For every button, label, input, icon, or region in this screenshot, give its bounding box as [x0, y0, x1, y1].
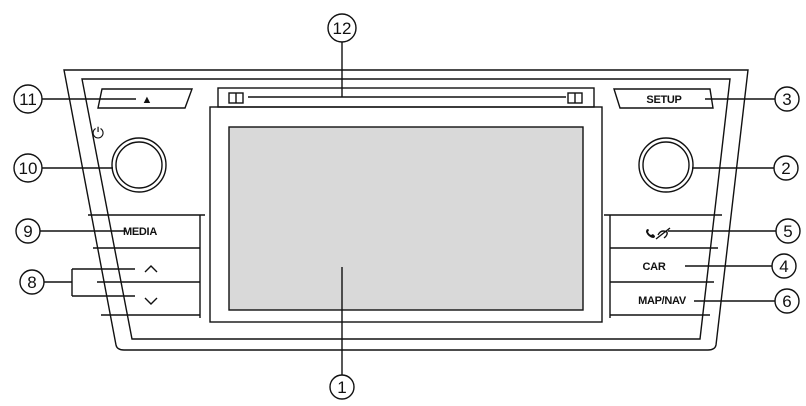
- power-volume-knob[interactable]: [111, 137, 167, 193]
- inner-faceplate: [81, 78, 731, 340]
- phone-crossed-icon: [655, 227, 671, 240]
- svg-text:12: 12: [333, 19, 352, 38]
- touch-screen[interactable]: [228, 126, 584, 311]
- callout-1: 1: [329, 374, 355, 400]
- callout-5: 5: [775, 218, 801, 244]
- callout-2: 2: [773, 155, 799, 181]
- svg-text:1: 1: [337, 378, 346, 397]
- phone-button[interactable]: [646, 227, 671, 240]
- media-button[interactable]: MEDIA: [123, 226, 158, 238]
- svg-text:10: 10: [19, 159, 38, 178]
- callout-11: 11: [13, 84, 43, 114]
- svg-text:2: 2: [781, 159, 790, 178]
- callout-6: 6: [774, 288, 800, 314]
- svg-text:11: 11: [19, 90, 37, 109]
- callout-3: 3: [774, 86, 800, 112]
- eject-button[interactable]: [97, 88, 194, 109]
- up-chevron-icon[interactable]: [144, 265, 158, 273]
- callout-12: 12: [327, 13, 357, 43]
- callout-9: 9: [15, 218, 41, 244]
- phone-icon: [646, 229, 655, 238]
- screen-surround: [209, 106, 603, 323]
- car-button[interactable]: CAR: [643, 261, 667, 273]
- down-chevron-icon[interactable]: [144, 297, 158, 305]
- callout-4: 4: [771, 253, 797, 279]
- svg-text:6: 6: [782, 292, 791, 311]
- svg-text:4: 4: [779, 257, 788, 276]
- eject-icon: ▲: [142, 94, 153, 106]
- outer-bezel: [63, 69, 749, 351]
- svg-text:8: 8: [27, 273, 36, 292]
- setup-button[interactable]: [613, 88, 714, 109]
- power-icon: ⏻: [92, 125, 104, 142]
- setup-label: SETUP: [646, 94, 681, 106]
- svg-text:3: 3: [782, 90, 791, 109]
- callout-8: 8: [19, 269, 45, 295]
- callout-10: 10: [13, 153, 43, 183]
- map-nav-button[interactable]: MAP/NAV: [638, 295, 687, 307]
- tune-scroll-knob[interactable]: [638, 137, 694, 193]
- svg-text:9: 9: [23, 222, 32, 241]
- svg-text:5: 5: [783, 222, 792, 241]
